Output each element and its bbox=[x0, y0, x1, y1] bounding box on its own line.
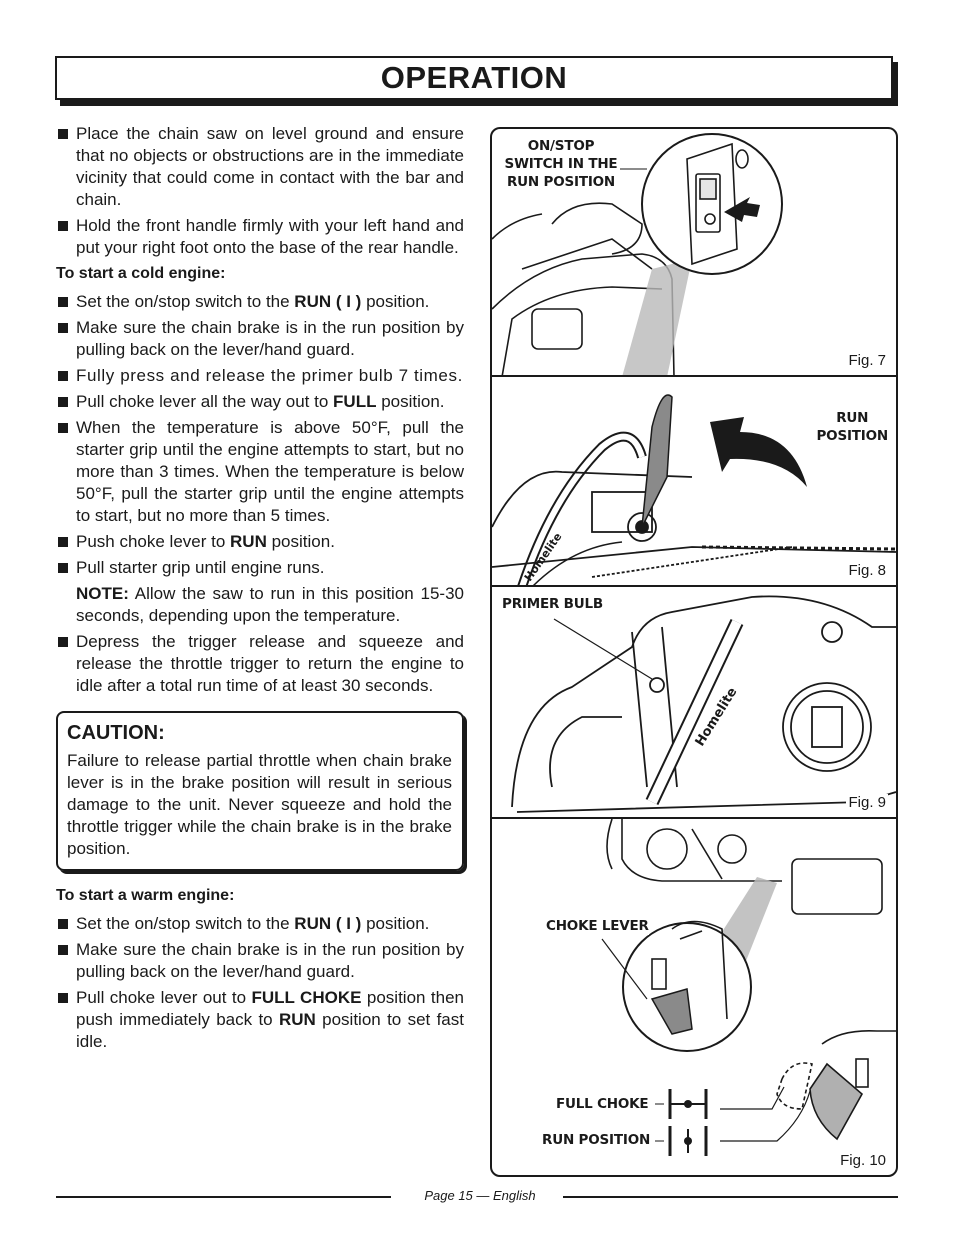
list-item: Place the chain saw on level ground and … bbox=[56, 123, 464, 211]
list-item: Make sure the chain brake is in the run … bbox=[56, 317, 464, 361]
fig8-label: Fig. 8 bbox=[846, 562, 888, 579]
page-header: OPERATION bbox=[55, 56, 893, 100]
figure-10: CHOKE LEVER FULL CHOKE RUN POSITION Fig.… bbox=[492, 819, 896, 1175]
fig10-illustration bbox=[601, 819, 896, 1156]
list-item: Fully press and release the primer bulb … bbox=[56, 365, 464, 387]
page-footer: Page 15 — English bbox=[424, 1188, 536, 1203]
instructions-column: Place the chain saw on level ground and … bbox=[56, 123, 464, 1057]
callout-choke-lever: CHOKE LEVER bbox=[546, 917, 649, 935]
fig8-illustration: Homelite bbox=[492, 394, 896, 585]
figure-9: Homelite PRIMER BULB Fig. 9 bbox=[492, 587, 896, 819]
callout-run-position: RUN POSITION bbox=[816, 409, 888, 445]
fig9-label: Fig. 9 bbox=[846, 794, 888, 811]
note: NOTE: Allow the saw to run in this posit… bbox=[76, 584, 464, 625]
warm-engine-heading: To start a warm engine: bbox=[56, 887, 235, 904]
caution-box: CAUTION: Failure to release partial thro… bbox=[56, 711, 464, 871]
list-item: Pull choke lever all the way out to FULL… bbox=[56, 391, 464, 413]
callout-primer-bulb: PRIMER BULB bbox=[502, 595, 604, 613]
callout-full-choke: FULL CHOKE bbox=[556, 1095, 649, 1113]
figure-7: ON/STOP SWITCH IN THE RUN POSITION Fig. … bbox=[492, 129, 896, 377]
page-title: OPERATION bbox=[380, 60, 568, 95]
figure-panel: ON/STOP SWITCH IN THE RUN POSITION Fig. … bbox=[490, 127, 898, 1177]
callout-on-stop-switch: ON/STOP SWITCH IN THE RUN POSITION bbox=[502, 137, 620, 191]
fig7-illustration bbox=[492, 133, 783, 375]
callout-run-position: RUN POSITION bbox=[542, 1131, 651, 1149]
footer-rule-right bbox=[563, 1196, 898, 1198]
fig10-label: Fig. 10 bbox=[838, 1152, 888, 1169]
fig7-label: Fig. 7 bbox=[846, 352, 888, 369]
cold-engine-heading: To start a cold engine: bbox=[56, 265, 226, 282]
caution-text: Failure to release partial throttle when… bbox=[67, 751, 452, 858]
list-item: Pull starter grip until engine runs. bbox=[56, 557, 464, 579]
footer-rule-left bbox=[56, 1196, 391, 1198]
list-item: Set the on/stop switch to the RUN ( I ) … bbox=[56, 913, 464, 935]
list-item: Depress the trigger release and squeeze … bbox=[56, 631, 464, 697]
list-item: Set the on/stop switch to the RUN ( I ) … bbox=[56, 291, 464, 313]
list-item: Pull choke lever out to FULL CHOKE posit… bbox=[56, 987, 464, 1053]
list-item: Push choke lever to RUN position. bbox=[56, 531, 464, 553]
figure-8: Homelite RUN POSITION Fig. 8 bbox=[492, 377, 896, 587]
list-item: Make sure the chain brake is in the run … bbox=[56, 939, 464, 983]
list-item: Hold the front handle firmly with your l… bbox=[56, 215, 464, 259]
fig9-illustration: Homelite bbox=[511, 595, 896, 813]
list-item: When the temperature is above 50°F, pull… bbox=[56, 417, 464, 527]
caution-title: CAUTION: bbox=[67, 722, 165, 744]
